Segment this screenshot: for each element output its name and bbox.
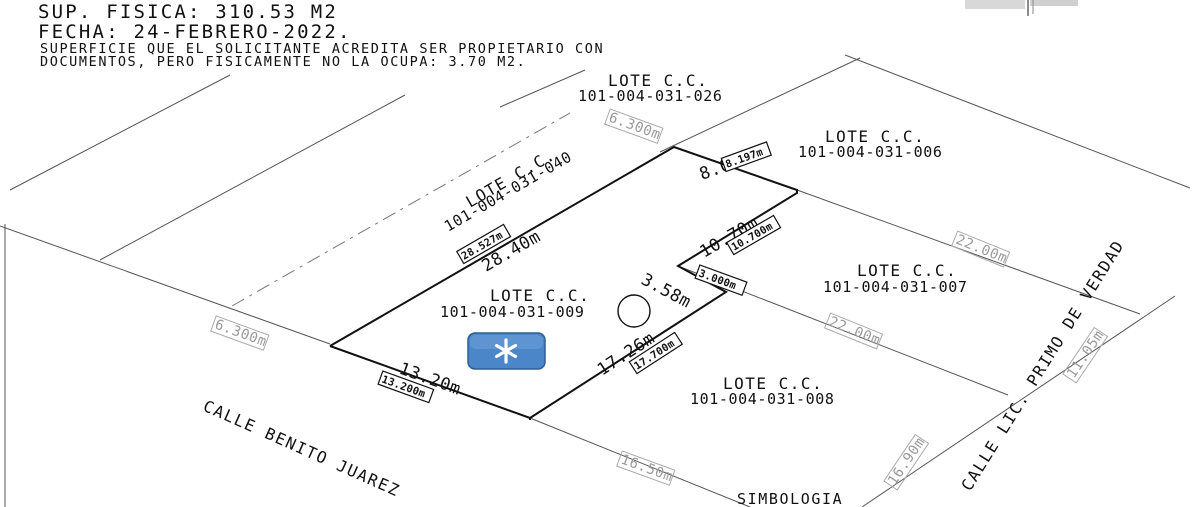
asterisk-icon bbox=[467, 332, 546, 370]
lot-007-id: 101-004-031-007 bbox=[823, 278, 967, 296]
grey-dim-22-00-b: 22.00m bbox=[827, 314, 883, 349]
lot-006-name: LOTE C.C. bbox=[825, 127, 925, 146]
dim-3-58: 3.58m bbox=[638, 270, 695, 313]
lot-009-circled-number: 009 bbox=[556, 303, 585, 321]
lot-007-name: LOTE C.C. bbox=[857, 261, 957, 280]
lot-026-id: 101-004-031-026 bbox=[578, 87, 722, 105]
lot-006-id: 101-004-031-006 bbox=[798, 143, 942, 161]
lot-008-id: 101-004-031-008 bbox=[690, 390, 834, 408]
lot-009-name: LOTE C.C. bbox=[490, 286, 590, 305]
lot-026-name: LOTE C.C. bbox=[608, 71, 708, 90]
grey-dim-16-50: 16.50m bbox=[619, 452, 675, 486]
lot-009-id: 101-004-031-009 bbox=[440, 303, 584, 321]
grey-dim-16-90: 16.90m bbox=[885, 434, 929, 488]
corner-logo bbox=[965, 0, 1078, 16]
boxdim-3-000-group: 3.000m bbox=[694, 264, 748, 297]
lot-040-id: 101-004-031-040 bbox=[441, 148, 575, 236]
surface-note-line2: DOCUMENTOS, PERO FISICAMENTE NO LA OCUPA… bbox=[40, 54, 526, 70]
dashed-boundary bbox=[231, 112, 571, 307]
grey-dim-22-00-a: 22.00m bbox=[954, 232, 1010, 267]
physical-area-label: SUP. FISICA: 310.53 M2 bbox=[38, 1, 338, 23]
grey-dim-6-300-left: 6.300m bbox=[213, 317, 269, 351]
surface-note-line1: SUPERFICIE QUE EL SOLICITANTE ACREDITA S… bbox=[40, 41, 604, 57]
lot-009-circle bbox=[617, 294, 651, 328]
grey-dim-6-300-top: 6.300m bbox=[607, 110, 663, 144]
neighbor-boundaries bbox=[0, 54, 1191, 507]
street-primo-de-verdad: CALLE LIC. PRIMO DE VERDAD bbox=[957, 236, 1128, 494]
street-benito-juarez: CALLE BENITO JUAREZ bbox=[200, 396, 403, 500]
lot-008-name: LOTE C.C. bbox=[723, 374, 823, 393]
subject-lot-outline bbox=[329, 145, 798, 420]
date-label: FECHA: 24-FEBRERO-2022. bbox=[38, 21, 352, 43]
legend-title: SIMBOLOGIA bbox=[737, 490, 843, 507]
